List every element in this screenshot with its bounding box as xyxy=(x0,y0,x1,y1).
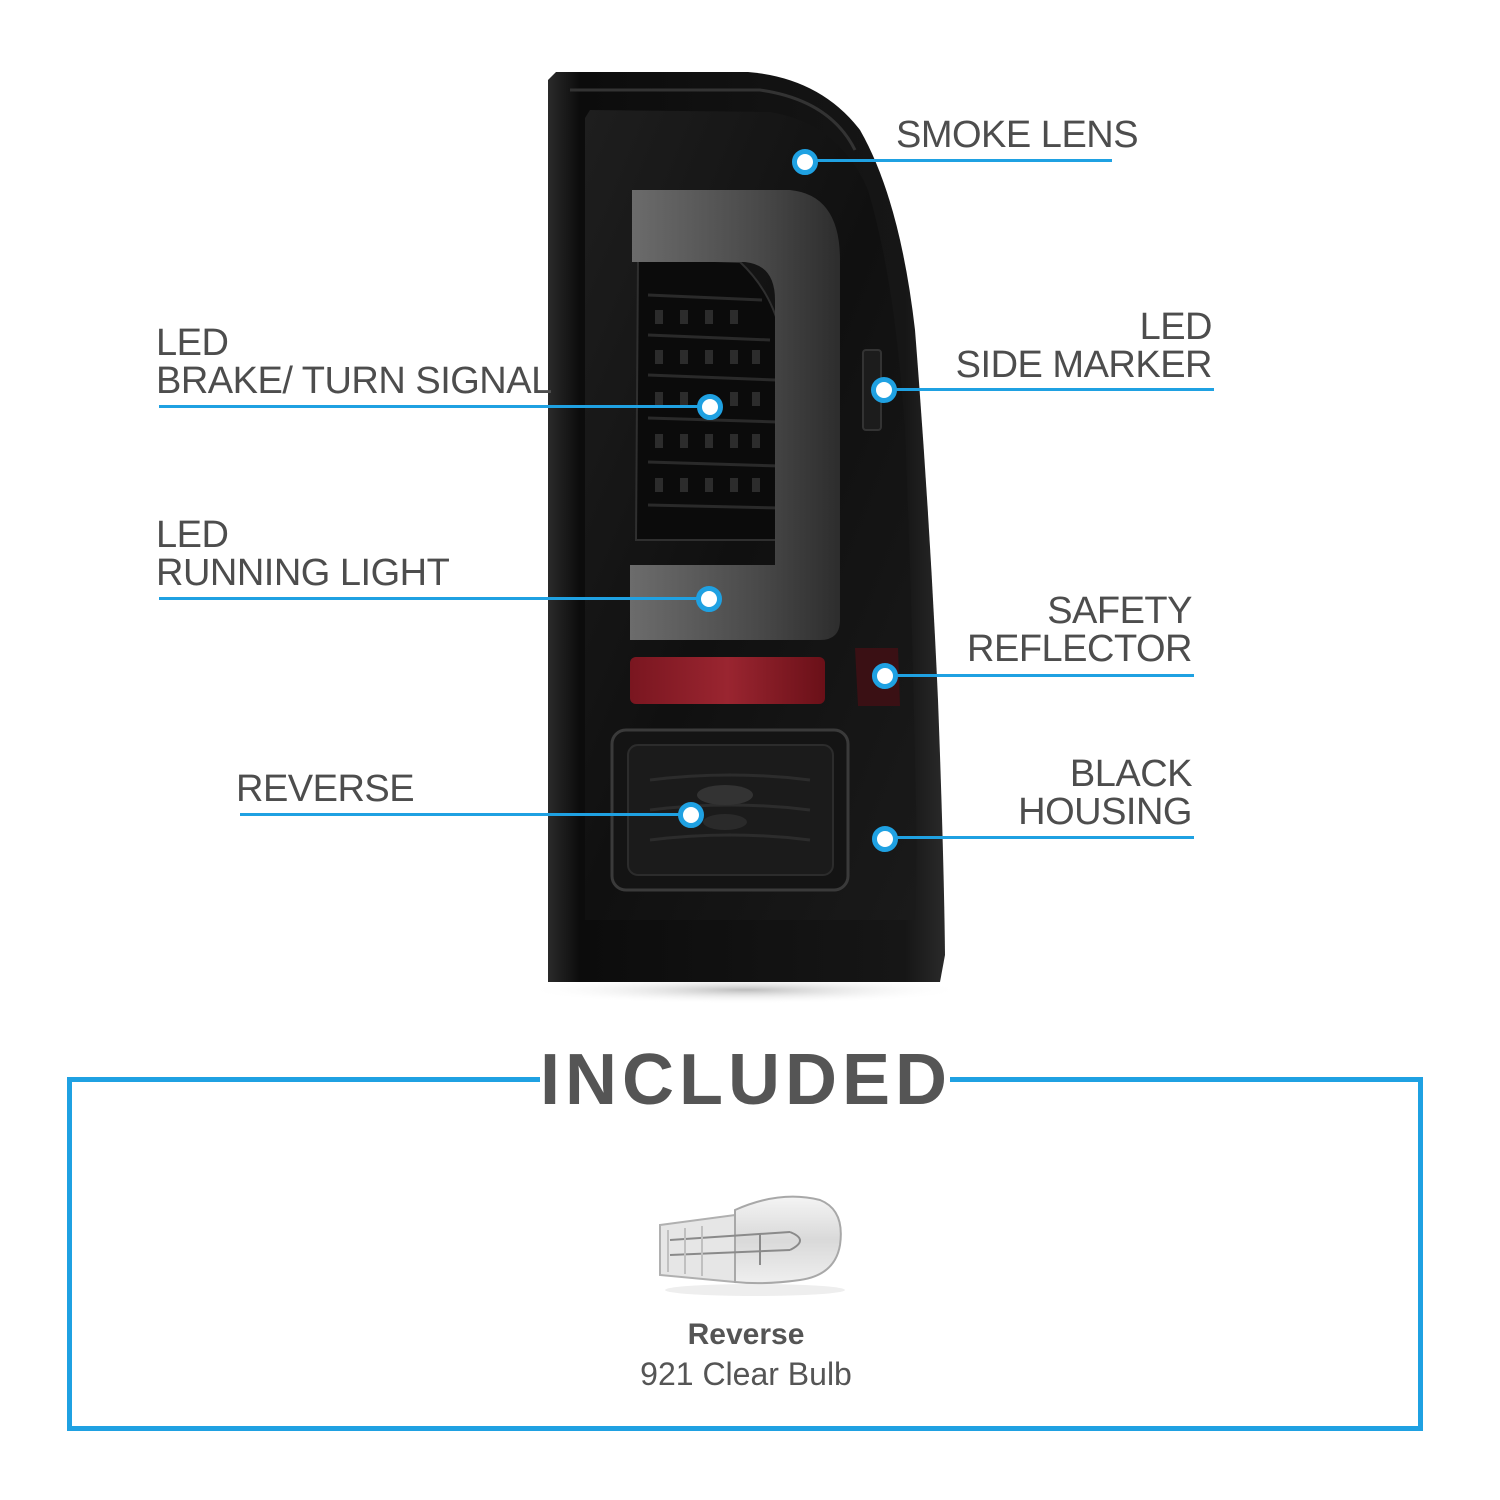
safety-reflector-marker-dot xyxy=(872,663,898,689)
reverse-label: REVERSE xyxy=(236,768,415,810)
side-marker-marker-dot xyxy=(871,377,897,403)
included-title: INCLUDED xyxy=(540,1040,952,1120)
side-marker-label-line1: LED xyxy=(1139,306,1213,348)
black-housing-marker-dot xyxy=(872,826,898,852)
reverse-marker-dot xyxy=(678,802,704,828)
bulb-name: Reverse xyxy=(687,1318,805,1351)
brake-turn-label-line1: LED xyxy=(156,322,229,364)
running-light-label: LED RUNNING LIGHT xyxy=(156,514,450,594)
black-housing-label-line1: BLACK xyxy=(1069,753,1193,795)
smoke-lens-label: SMOKE LENS xyxy=(896,114,1139,156)
side-marker-label-line2: SIDE MARKER xyxy=(955,344,1213,386)
safety-reflector-leader-line xyxy=(884,674,1194,677)
black-housing-label-line2: HOUSING xyxy=(1018,791,1192,833)
running-light-label-line1: LED xyxy=(156,514,229,556)
running-light-marker-dot xyxy=(696,586,722,612)
running-light-label-line2: RUNNING LIGHT xyxy=(156,552,450,594)
brake-turn-label-line2: BRAKE/ TURN SIGNAL xyxy=(156,360,552,402)
smoke-lens-label-line1: SMOKE LENS xyxy=(896,114,1139,156)
side-marker-label: LED SIDE MARKER xyxy=(900,306,1213,386)
smoke-lens-leader-line xyxy=(808,159,1112,162)
running-light-leader-line xyxy=(159,597,711,600)
black-housing-label: BLACK HOUSING xyxy=(900,755,1192,831)
black-housing-leader-line xyxy=(884,836,1194,839)
reverse-leader-line xyxy=(240,813,692,816)
safety-reflector-label-line1: SAFETY xyxy=(1047,590,1192,632)
bulb-description: 921 Clear Bulb xyxy=(640,1356,852,1392)
bulb-image xyxy=(659,1195,845,1296)
brake-turn-marker-dot xyxy=(697,394,723,420)
brake-turn-leader-line xyxy=(159,405,711,408)
safety-reflector-label-line2: REFLECTOR xyxy=(967,628,1192,670)
reverse-label-line1: REVERSE xyxy=(236,768,415,810)
safety-reflector-label: SAFETY REFLECTOR xyxy=(900,592,1192,668)
brake-turn-label: LED BRAKE/ TURN SIGNAL xyxy=(156,324,552,400)
side-marker-leader-line xyxy=(884,388,1214,391)
smoke-lens-marker-dot xyxy=(792,149,818,175)
